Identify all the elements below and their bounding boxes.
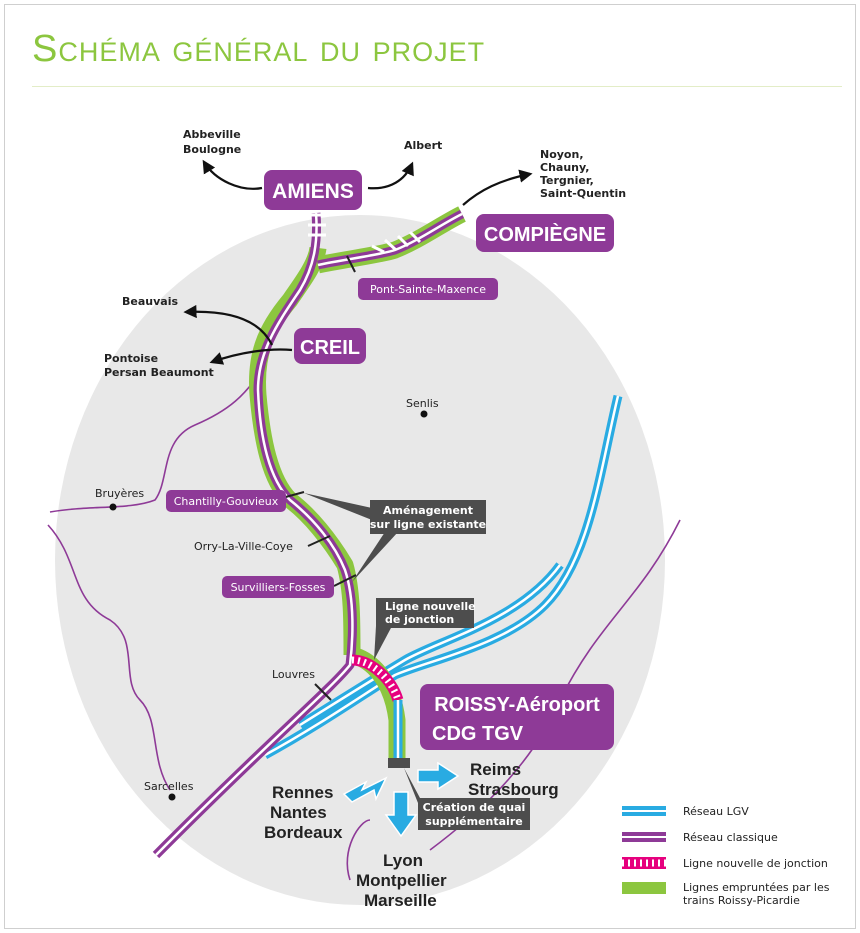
roissy-platform	[388, 758, 410, 768]
callout-ligne-line2: de jonction	[385, 613, 454, 626]
label-tergnier: Tergnier,	[540, 174, 594, 187]
city-creil-label: CREIL	[300, 337, 360, 359]
callout-quai-line2: supplémentaire	[425, 815, 522, 828]
callout-ligne-line1: Ligne nouvelle	[385, 600, 476, 613]
legend-classique-label: Réseau classique	[683, 831, 778, 844]
station-pont-label: Pont-Sainte-Maxence	[370, 283, 486, 296]
senlis-dot	[420, 410, 428, 418]
city-roissy: ROISSY-Aéroport CDG TGV	[420, 684, 614, 750]
arrow-pontoise	[209, 348, 293, 365]
line-west	[47, 524, 171, 791]
callout-amenagement: Aménagement sur ligne existante	[304, 493, 486, 582]
title-divider	[32, 86, 842, 87]
destination-labels: Rennes Nantes Bordeaux Lyon Montpellier …	[264, 760, 559, 910]
legend-jonction-label: Ligne nouvelle de jonction	[683, 857, 828, 870]
junction-line	[351, 654, 404, 702]
city-creil: CREIL	[294, 328, 366, 364]
label-albert: Albert	[404, 139, 442, 152]
arrow-albert	[367, 161, 414, 190]
legend-rp-label-1: Lignes empruntées par les	[683, 881, 830, 894]
label-persan: Persan Beaumont	[104, 366, 214, 379]
map-frame	[4, 4, 856, 929]
city-amiens: AMIENS	[264, 170, 362, 210]
callout-ligne-nouvelle: Ligne nouvelle de jonction	[374, 598, 476, 660]
legend-jonction: Ligne nouvelle de jonction	[622, 857, 828, 870]
dest-strasbourg: Strasbourg	[468, 780, 559, 799]
callout-amenagement-line1: Aménagement	[383, 504, 473, 517]
city-compiegne: COMPIÈGNE	[476, 214, 614, 252]
station-survilliers: Survilliers-Fosses	[222, 576, 334, 598]
label-bruyeres: Bruyères	[95, 487, 144, 500]
bruyeres-dot	[109, 503, 117, 511]
station-chantilly-label: Chantilly-Gouvieux	[174, 495, 279, 508]
label-boulogne: Boulogne	[183, 143, 241, 156]
sarcelles-dot	[168, 793, 176, 801]
label-chauny: Chauny,	[540, 161, 589, 174]
station-pont-sainte-maxence: Pont-Sainte-Maxence	[358, 278, 498, 300]
dashed-line-ends	[308, 213, 422, 254]
legend: Réseau LGV Réseau classique Ligne nouvel…	[622, 805, 830, 907]
city-roissy-label-1: ROISSY-Aéroport	[434, 694, 600, 716]
roissy-branch	[388, 700, 410, 768]
label-abbeville: Abbeville	[183, 128, 241, 141]
page-title: Schéma général du projet	[32, 28, 486, 70]
legend-roissy-picardie: Lignes empruntées par les trains Roissy-…	[622, 881, 830, 907]
label-beauvais: Beauvais	[122, 295, 178, 308]
destination-arrows	[342, 761, 460, 838]
callout-quai: Création de quai supplémentaire	[404, 768, 530, 830]
arrow-noyon	[462, 169, 533, 206]
dest-bordeaux: Bordeaux	[264, 823, 343, 842]
legend-classique: Réseau classique	[622, 831, 778, 844]
dest-reims: Reims	[470, 760, 521, 779]
label-pontoise: Pontoise	[104, 352, 158, 365]
city-roissy-label-2: CDG TGV	[432, 723, 524, 745]
legend-lgv-label: Réseau LGV	[683, 805, 749, 818]
city-amiens-label: AMIENS	[272, 180, 354, 203]
dest-montpellier: Montpellier	[356, 871, 447, 890]
direction-arrows	[183, 159, 533, 365]
line-bruyeres	[49, 369, 263, 513]
arrow-abbeville	[202, 159, 263, 190]
lgv-lines	[262, 394, 623, 759]
label-noyon: Noyon,	[540, 148, 584, 161]
station-survilliers-label: Survilliers-Fosses	[231, 581, 326, 594]
label-sarcelles: Sarcelles	[144, 780, 194, 793]
arrow-west	[342, 776, 388, 803]
dest-rennes: Rennes	[272, 783, 333, 802]
callout-amenagement-line2: sur ligne existante	[370, 518, 486, 531]
dest-marseille: Marseille	[364, 891, 437, 910]
label-orry: Orry-La-Ville-Coye	[194, 540, 293, 553]
arrow-south	[384, 791, 418, 838]
label-saint-quentin: Saint-Quentin	[540, 187, 626, 200]
arrow-east	[417, 761, 460, 791]
town-dots	[109, 410, 428, 801]
label-louvres: Louvres	[272, 668, 315, 681]
arrow-beauvais	[183, 304, 273, 346]
legend-rp-label-2: trains Roissy-Picardie	[683, 894, 800, 907]
line-south	[346, 819, 371, 881]
station-chantilly: Chantilly-Gouvieux	[166, 490, 286, 512]
city-compiegne-label: COMPIÈGNE	[484, 223, 606, 246]
dest-lyon: Lyon	[383, 851, 423, 870]
label-senlis: Senlis	[406, 397, 439, 410]
dest-nantes: Nantes	[270, 803, 327, 822]
place-labels: Abbeville Boulogne Albert Noyon, Chauny,…	[95, 128, 626, 793]
legend-lgv: Réseau LGV	[622, 805, 749, 818]
callout-quai-line1: Création de quai	[423, 801, 526, 814]
